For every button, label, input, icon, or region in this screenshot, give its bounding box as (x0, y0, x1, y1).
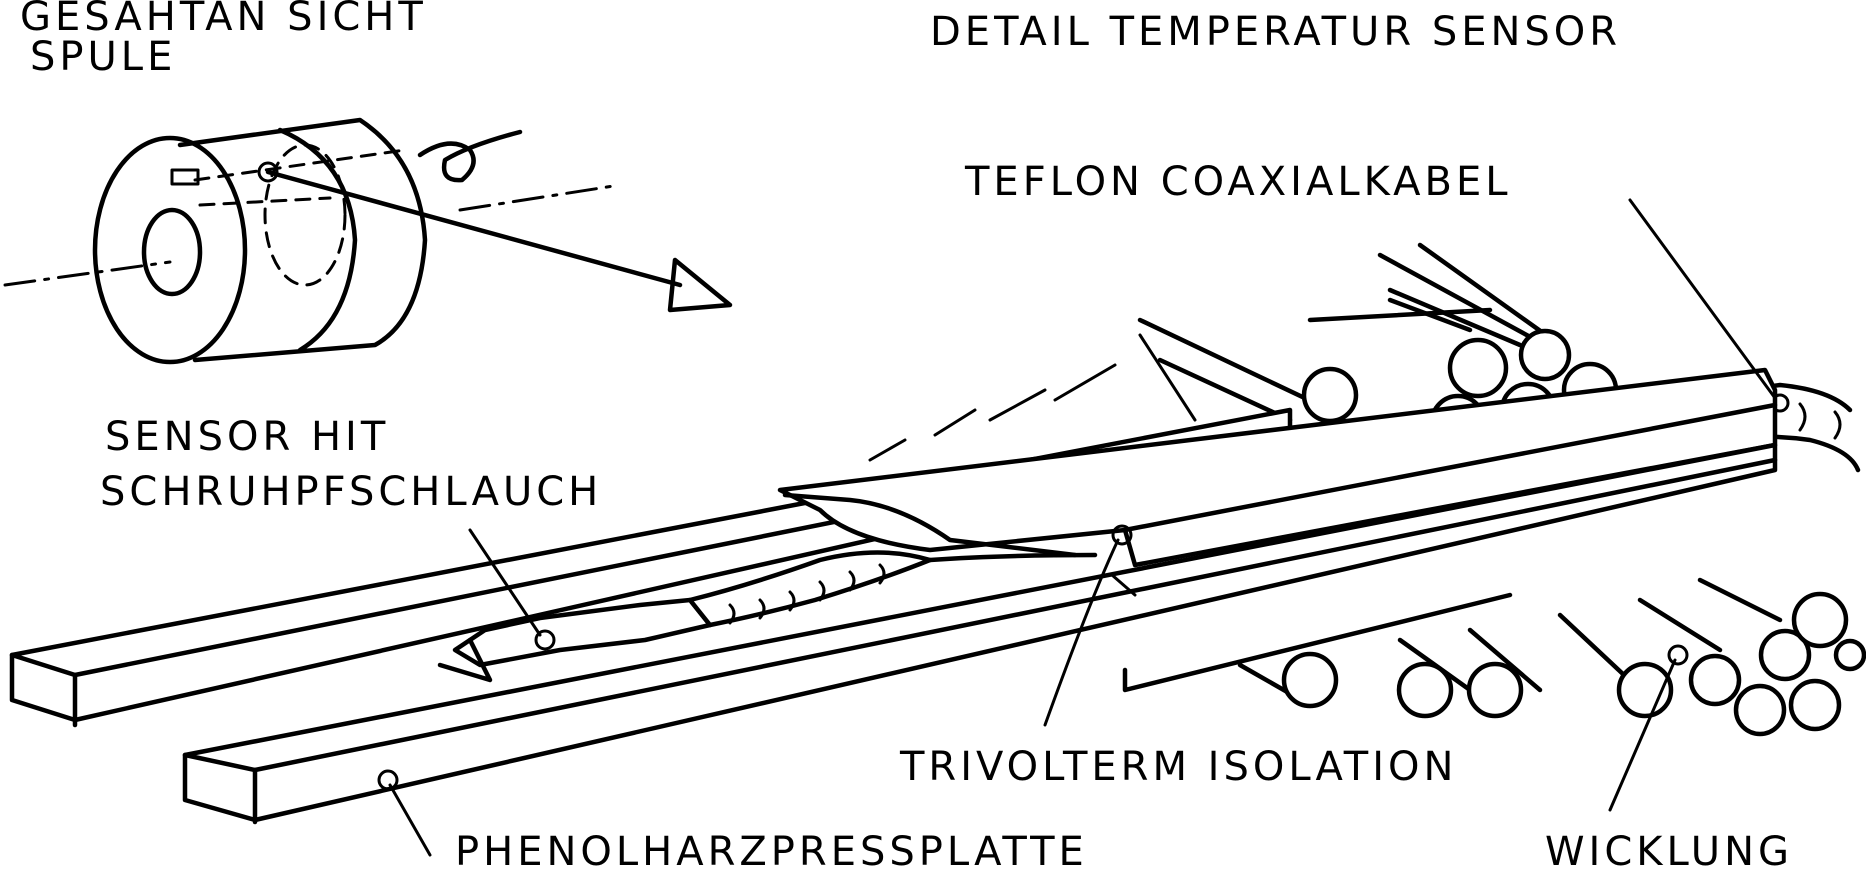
winding-bottom (1237, 577, 1866, 737)
leader-trivolterm-tick (1110, 573, 1137, 597)
coil-sensor-marker (170, 168, 200, 186)
sensor-tip (437, 637, 493, 683)
insulation-fold (782, 492, 1078, 558)
cable-bottom (1697, 577, 1783, 623)
insulation-upper (777, 367, 1778, 568)
coil-sensor-dot (257, 161, 279, 183)
leader-wicklung (1608, 658, 1677, 812)
cable-top-1 (1137, 317, 1333, 413)
cable-end (1758, 628, 1812, 682)
hatch (868, 438, 907, 462)
sensor-lead (927, 552, 1098, 563)
coil-body (177, 117, 428, 363)
cable-end (1688, 653, 1742, 707)
coil-lead (417, 129, 523, 183)
plate-front-body (182, 442, 1778, 823)
cable-end (1466, 661, 1524, 719)
label-detail-title: DETAIL TEMPERATUR SENSOR (930, 9, 1621, 55)
shrink-tube-ribs (728, 563, 886, 625)
label-teflon: TEFLON COAXIALKABEL (964, 159, 1512, 205)
cable-end (1447, 337, 1509, 399)
label-sensor-line2: SCHRUHPFSCHLAUCH (100, 469, 602, 515)
coil-axis-right (458, 183, 622, 212)
cable-end (1733, 683, 1787, 737)
leader-wicklung-dot (1667, 644, 1689, 666)
coil-hidden-line-1 (193, 148, 407, 182)
label-overview-line2: SPULE (30, 34, 176, 80)
cable-top-5 (1387, 297, 1473, 333)
cable-end (1281, 651, 1339, 709)
leader-phenol-dot (377, 769, 399, 791)
phenol-plate-front (182, 442, 1778, 825)
leader-trivolterm-dot (1111, 524, 1133, 546)
label-trivolterm: TRIVOLTERM ISOLATION (899, 744, 1457, 790)
cable-end (1791, 591, 1849, 649)
leader-teflon (1628, 198, 1777, 400)
cable-end (1301, 366, 1359, 424)
leader-sensor-dot (534, 629, 556, 651)
label-overview-line1: GESAHTAN SICHT (20, 0, 427, 40)
hatch (1053, 363, 1117, 402)
detail-arrow-head (667, 257, 733, 313)
coil-front-face (92, 135, 248, 365)
cable-top-3 (1377, 252, 1548, 348)
cable-end (1833, 638, 1866, 672)
cable-bottom (1467, 627, 1543, 693)
leader-phenol (388, 783, 432, 857)
coil-hidden-line-2 (198, 196, 332, 207)
leader-sensor (468, 528, 542, 637)
cable-bottom (1637, 597, 1723, 653)
cable-end (1518, 328, 1572, 382)
cable-top-2 (1307, 307, 1493, 323)
hatch (1138, 333, 1197, 422)
hatch (933, 408, 977, 437)
coil-axis-left (3, 260, 172, 287)
insulation-edge (1122, 402, 1778, 533)
cable-top-4 (1417, 242, 1563, 348)
detail-arrow-line (265, 169, 683, 288)
leaders (377, 198, 1777, 857)
sensor (437, 550, 1098, 683)
plate-front-step (1122, 592, 1513, 693)
coil-hidden-inner (263, 143, 347, 287)
cable-top-3b (1387, 287, 1523, 348)
cable-end (1788, 678, 1842, 732)
hatch (988, 388, 1047, 422)
cable-top-1b (1157, 357, 1293, 423)
label-phenol: PHENOLHARZPRESSPLATTE (455, 829, 1088, 873)
text-labels: GESAHTAN SICHT SPULE DETAIL TEMPERATUR S… (20, 0, 1793, 873)
coil-ring (277, 127, 358, 353)
label-sensor-line1: SENSOR HIT (105, 414, 389, 460)
cable-end (1396, 661, 1454, 719)
label-wicklung: WICKLUNG (1545, 829, 1793, 873)
coil-overview (3, 117, 733, 365)
insulation-layer (777, 367, 1778, 568)
coil-bore (141, 207, 203, 297)
leader-trivolterm (1043, 538, 1120, 727)
